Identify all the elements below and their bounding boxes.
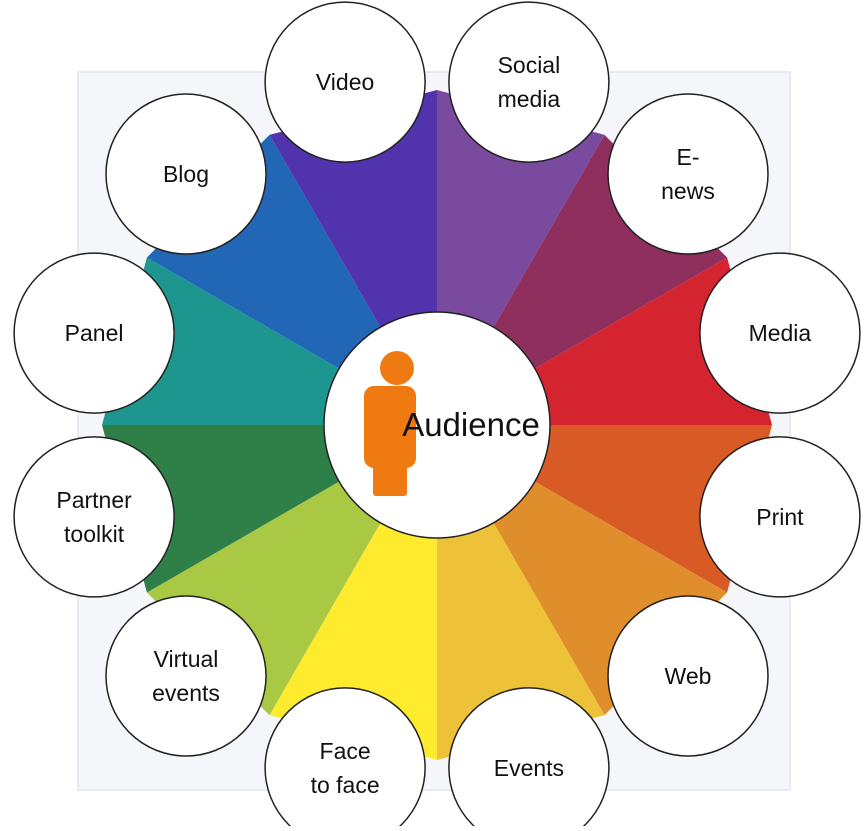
bubble-circle: [607, 93, 769, 255]
bubble-label: news: [661, 178, 715, 204]
bubble-blog: Blog: [105, 93, 267, 255]
bubble-face-to-face: Face to face: [264, 687, 426, 831]
bubble-panel: Panel: [13, 252, 175, 414]
bubble-label: Panel: [65, 320, 124, 346]
person-icon: [364, 351, 416, 496]
bubble-label: events: [152, 680, 220, 706]
bubble-e-news: E-news: [607, 93, 769, 255]
bubble-label: media: [498, 86, 561, 112]
bubble-label: Media: [749, 320, 812, 346]
bubble-circle: [448, 1, 610, 163]
bubble-label: Partner: [56, 487, 132, 513]
channel-bubbles: SocialmediaE-newsMediaPrintWebEventsFace…: [13, 1, 861, 831]
bubble-video: Video: [264, 1, 426, 163]
bubble-label: to face: [311, 772, 380, 798]
bubble-label: Events: [494, 755, 564, 781]
bubble-circle: [607, 595, 769, 757]
bubble-social-media: Social media: [448, 1, 610, 163]
bubble-label: Print: [756, 504, 804, 530]
bubble-circle: [13, 252, 175, 414]
bubble-label: Social: [498, 52, 561, 78]
bubble-circle: [264, 687, 426, 831]
bubble-label: Face: [320, 738, 371, 764]
bubble-circle: [699, 436, 861, 598]
bubble-events: Events: [448, 687, 610, 831]
bubble-label: Web: [665, 663, 712, 689]
bubble-circle: [699, 252, 861, 414]
center-node: Audience: [323, 311, 551, 539]
bubble-label: Blog: [163, 161, 209, 187]
bubble-circle: [448, 687, 610, 831]
bubble-virtual-events: Virtual events: [105, 595, 267, 757]
bubble-label: toolkit: [64, 521, 125, 547]
bubble-web: Web: [607, 595, 769, 757]
bubble-partner-toolkit: Partner toolkit: [13, 436, 175, 598]
bubble-label: E-: [677, 144, 700, 170]
bubble-circle: [105, 595, 267, 757]
bubble-circle: [13, 436, 175, 598]
bubble-circle: [264, 1, 426, 163]
bubble-circle: [105, 93, 267, 255]
bubble-label: Virtual: [154, 646, 219, 672]
bubble-media: Media: [699, 252, 861, 414]
bubble-print: Print: [699, 436, 861, 598]
center-label: Audience: [402, 406, 540, 443]
bubble-label: Video: [316, 69, 374, 95]
